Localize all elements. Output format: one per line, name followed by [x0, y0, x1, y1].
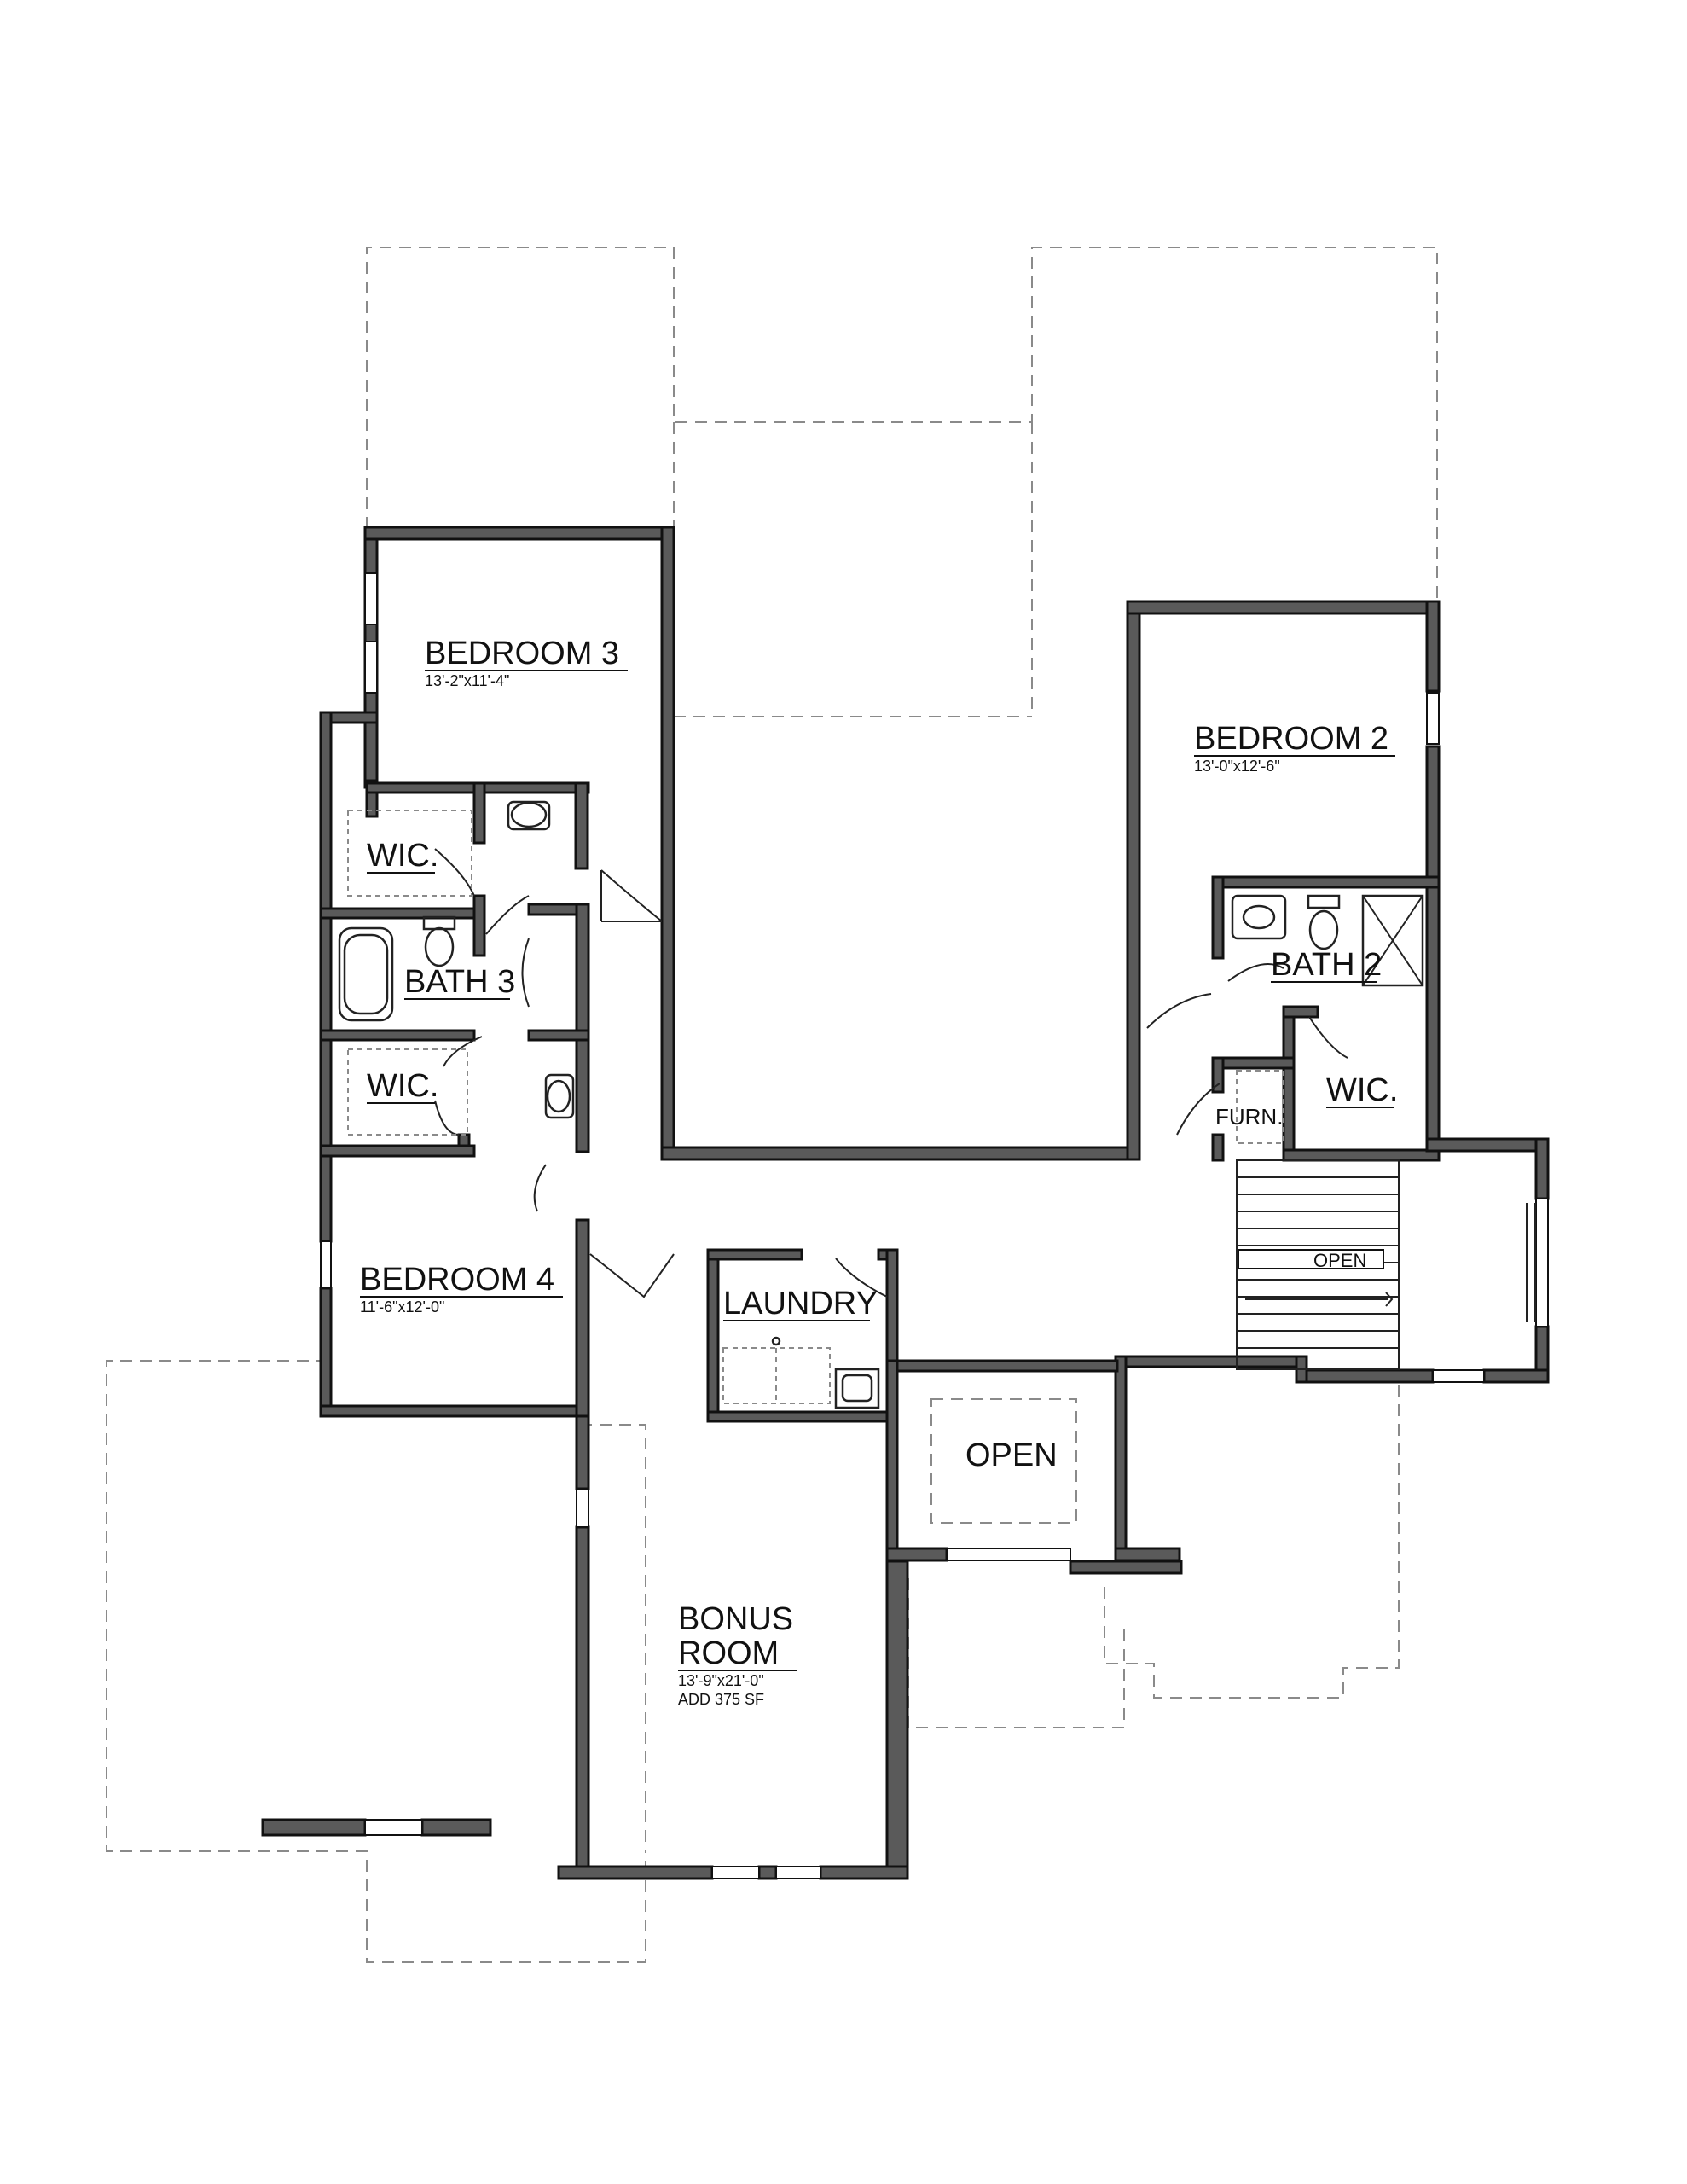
bonus-name-line2: ROOM [678, 1635, 779, 1671]
laundry-name: LAUNDRY [723, 1286, 878, 1321]
open-center-name: OPEN [965, 1438, 1058, 1473]
bedroom2-name: BEDROOM 2 [1194, 721, 1388, 757]
bonus-name-line1: BONUS [678, 1601, 793, 1637]
bonus-dims: 13'-9"x21'-0" [678, 1672, 764, 1689]
bedroom4-dims: 11'-6"x12'-0" [360, 1298, 444, 1316]
doors [434, 848, 1348, 1298]
bedroom2-dims: 13'-0"x12'-6" [1194, 758, 1280, 775]
bath3-name: BATH 3 [404, 964, 515, 1000]
fixtures [338, 800, 1424, 1409]
stair [1236, 1159, 1400, 1370]
wic-lower-name: WIC. [367, 1068, 438, 1104]
dashed-outlines [106, 247, 1438, 1963]
windows [320, 572, 1549, 1879]
wic-upper-name: WIC. [367, 838, 438, 874]
room-labels: BEDROOM 3 13'-2"x11'-4" BEDROOM 2 13'-0"… [360, 636, 1398, 1708]
bath2-name: BATH 2 [1271, 947, 1382, 983]
bonus-note: ADD 375 SF [678, 1691, 764, 1708]
bedroom3-dims: 13'-2"x11'-4" [425, 672, 509, 689]
bedroom3-name: BEDROOM 3 [425, 636, 619, 671]
open-stair-name: OPEN [1313, 1250, 1366, 1271]
wic-right-name: WIC. [1326, 1072, 1398, 1108]
furn-name: FURN. [1215, 1104, 1283, 1130]
bedroom4-name: BEDROOM 4 [360, 1262, 554, 1298]
